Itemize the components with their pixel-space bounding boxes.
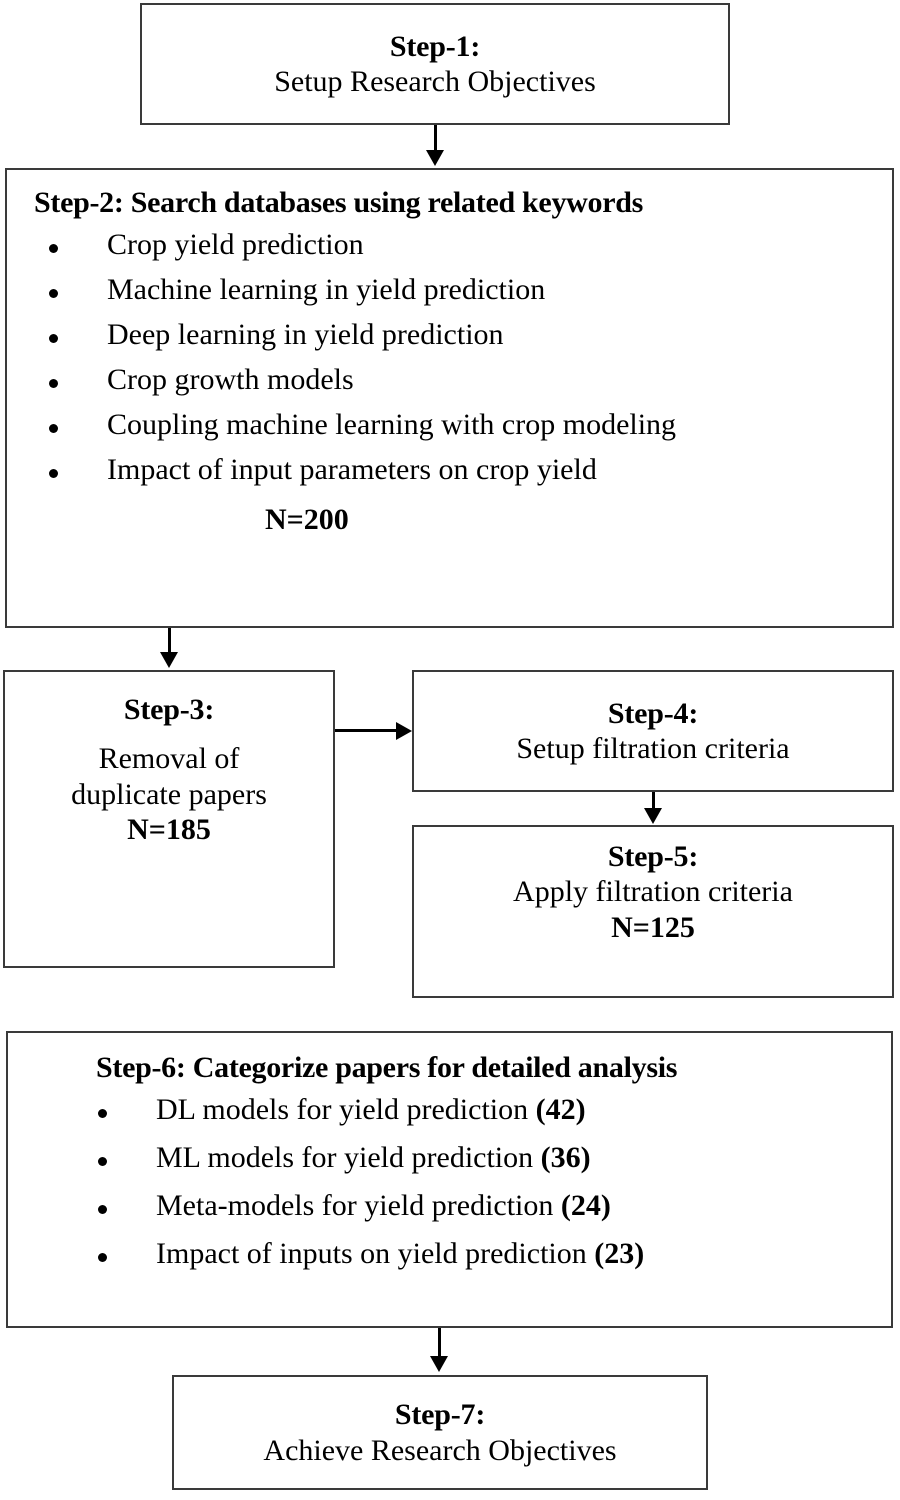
bullet-icon: [49, 334, 58, 343]
bullet-icon: [98, 1253, 107, 1262]
step-6-bullet-list: DL models for yield prediction (42) ML m…: [98, 1095, 644, 1287]
step-2-box[interactable]: Step-2: Search databases using related k…: [5, 168, 894, 628]
list-item-label: Meta-models for yield prediction (24): [156, 1191, 611, 1221]
step-4-box[interactable]: Step-4: Setup filtration criteria: [412, 670, 894, 792]
list-item-text: ML models for yield prediction: [156, 1141, 541, 1174]
list-item: Crop yield prediction: [49, 230, 676, 275]
list-item-label: DL models for yield prediction (42): [156, 1095, 586, 1125]
step-7-label: Step-7:: [394, 1398, 486, 1432]
list-item-text: DL models for yield prediction: [156, 1093, 536, 1126]
connector-step3-step4: [335, 729, 398, 732]
step-5-label: Step-5:: [607, 840, 699, 873]
list-item: Impact of inputs on yield prediction (23…: [98, 1239, 644, 1287]
step-3-content: Step-3: Removal of duplicate papers N=18…: [5, 692, 333, 848]
arrowhead-step3-step4: [396, 722, 412, 740]
connector-step4-step5: [652, 792, 655, 810]
list-item: Machine learning in yield prediction: [49, 275, 676, 320]
list-item-label: Crop yield prediction: [107, 228, 364, 261]
list-item-label: Impact of input parameters on crop yield: [107, 453, 597, 486]
bullet-icon: [98, 1205, 107, 1214]
list-item: Meta-models for yield prediction (24): [98, 1191, 644, 1239]
list-item: Deep learning in yield prediction: [49, 320, 676, 365]
list-item-count: (23): [594, 1237, 645, 1270]
arrowhead-step1-step2: [426, 150, 444, 166]
step-4-text: Setup filtration criteria: [516, 732, 790, 765]
arrowhead-step2-step3: [160, 652, 178, 668]
step-3-count: N=185: [127, 813, 211, 847]
step-5-content: Step-5: Apply filtration criteria N=125: [414, 839, 892, 945]
step-1-text: Setup Research Objectives: [274, 65, 596, 98]
bullet-icon: [49, 379, 58, 388]
step-6-box[interactable]: Step-6: Categorize papers for detailed a…: [6, 1031, 893, 1328]
step-4-label: Step-4:: [607, 696, 699, 730]
step-2-bullet-list: Crop yield prediction Machine learning i…: [49, 230, 676, 500]
step-6-header: Step-6: Categorize papers for detailed a…: [96, 1051, 678, 1084]
list-item-label: Deep learning in yield prediction: [107, 318, 504, 351]
step-3-line1: Removal of: [98, 742, 240, 776]
bullet-icon: [49, 469, 58, 478]
list-item: Crop growth models: [49, 365, 676, 410]
list-item-label: Crop growth models: [107, 363, 354, 396]
list-item-label: Coupling machine learning with crop mode…: [107, 408, 677, 441]
connector-step1-step2: [434, 125, 437, 152]
bullet-icon: [49, 244, 58, 253]
bullet-icon: [98, 1109, 107, 1118]
list-item: DL models for yield prediction (42): [98, 1095, 644, 1143]
list-item-count: (42): [535, 1093, 586, 1126]
step-3-line2: duplicate papers: [71, 777, 267, 811]
step-7-text: Achieve Research Objectives: [263, 1433, 617, 1467]
step-5-text: Apply filtration criteria: [513, 875, 793, 909]
arrowhead-step6-step7: [430, 1356, 448, 1372]
step-2-header: Step-2: Search databases using related k…: [34, 186, 643, 219]
bullet-icon: [49, 289, 58, 298]
step-1-box[interactable]: Step-1: Setup Research Objectives: [140, 3, 730, 125]
list-item-label: ML models for yield prediction (36): [156, 1143, 591, 1173]
list-item-count: (36): [540, 1141, 591, 1174]
list-item-text: Meta-models for yield prediction: [156, 1189, 561, 1222]
connector-step2-step3: [168, 628, 171, 654]
connector-step6-step7: [438, 1328, 441, 1358]
step-3-label: Step-3:: [123, 693, 215, 726]
list-item: Coupling machine learning with crop mode…: [49, 410, 676, 455]
bullet-icon: [49, 424, 58, 433]
step-3-box[interactable]: Step-3: Removal of duplicate papers N=18…: [3, 670, 335, 968]
list-item-text: Impact of inputs on yield prediction: [156, 1237, 595, 1270]
step-7-box[interactable]: Step-7: Achieve Research Objectives: [172, 1375, 708, 1490]
list-item-label: Machine learning in yield prediction: [107, 273, 546, 306]
step-5-count: N=125: [611, 910, 695, 944]
bullet-icon: [98, 1157, 107, 1166]
list-item: Impact of input parameters on crop yield: [49, 455, 676, 500]
step-1-label: Step-1:: [389, 29, 481, 63]
list-item-count: (24): [560, 1189, 611, 1222]
arrowhead-step4-step5: [644, 808, 662, 824]
step-5-box[interactable]: Step-5: Apply filtration criteria N=125: [412, 825, 894, 998]
step-2-count: N=200: [265, 503, 349, 536]
list-item: ML models for yield prediction (36): [98, 1143, 644, 1191]
list-item-label: Impact of inputs on yield prediction (23…: [156, 1239, 644, 1269]
